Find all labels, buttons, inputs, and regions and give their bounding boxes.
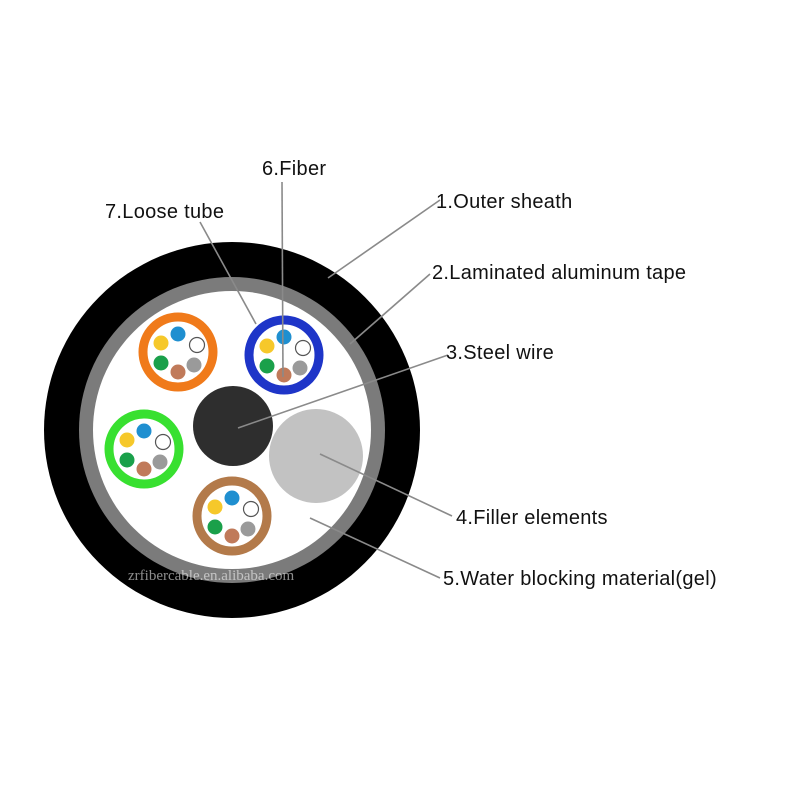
label-filler: 4.Filler elements xyxy=(456,507,608,529)
fiber-yellow xyxy=(207,499,223,515)
fiber-blue xyxy=(170,326,186,342)
leader-filler xyxy=(319,453,453,517)
fiber-green xyxy=(259,358,275,374)
fiber-gray xyxy=(152,454,168,470)
fiber-green xyxy=(119,452,135,468)
fiber-blue xyxy=(224,490,240,506)
fiber-white xyxy=(242,500,260,518)
fiber-gray xyxy=(240,521,256,537)
loose-tube-orange xyxy=(138,312,218,392)
leader-fiber xyxy=(281,181,284,378)
fiber-brown xyxy=(170,364,186,380)
leader-gel xyxy=(309,517,441,579)
filler-element xyxy=(269,409,363,503)
label-outer-sheath: 1.Outer sheath xyxy=(436,191,573,213)
label-steel-wire: 3.Steel wire xyxy=(446,342,554,364)
fiber-yellow xyxy=(259,338,275,354)
fiber-green xyxy=(153,355,169,371)
fiber-yellow xyxy=(153,335,169,351)
fiber-white xyxy=(188,336,206,354)
loose-tube-blue xyxy=(244,315,324,395)
fiber-gray xyxy=(292,360,308,376)
fiber-white xyxy=(154,433,172,451)
fiber-blue xyxy=(136,423,152,439)
loose-tube-green xyxy=(104,409,184,489)
fiber-brown xyxy=(276,367,292,383)
label-gel: 5.Water blocking material(gel) xyxy=(443,568,717,590)
leader-aluminum-tape xyxy=(349,273,431,345)
fiber-white xyxy=(294,339,312,357)
leader-outer-sheath xyxy=(327,199,441,279)
fiber-brown xyxy=(136,461,152,477)
fiber-blue xyxy=(276,329,292,345)
watermark-text: zrfibercable.en.alibaba.com xyxy=(128,568,294,584)
label-loose-tube: 7.Loose tube xyxy=(105,201,224,223)
steel-wire xyxy=(193,386,273,466)
fiber-brown xyxy=(224,528,240,544)
leader-steel-wire xyxy=(237,354,449,429)
fiber-green xyxy=(207,519,223,535)
leader-loose-tube xyxy=(199,221,257,325)
label-aluminum-tape: 2.Laminated aluminum tape xyxy=(432,262,686,284)
label-fiber: 6.Fiber xyxy=(262,158,326,180)
fiber-gray xyxy=(186,357,202,373)
loose-tube-brown xyxy=(192,476,272,556)
loose-tubes xyxy=(104,312,324,556)
fiber-yellow xyxy=(119,432,135,448)
